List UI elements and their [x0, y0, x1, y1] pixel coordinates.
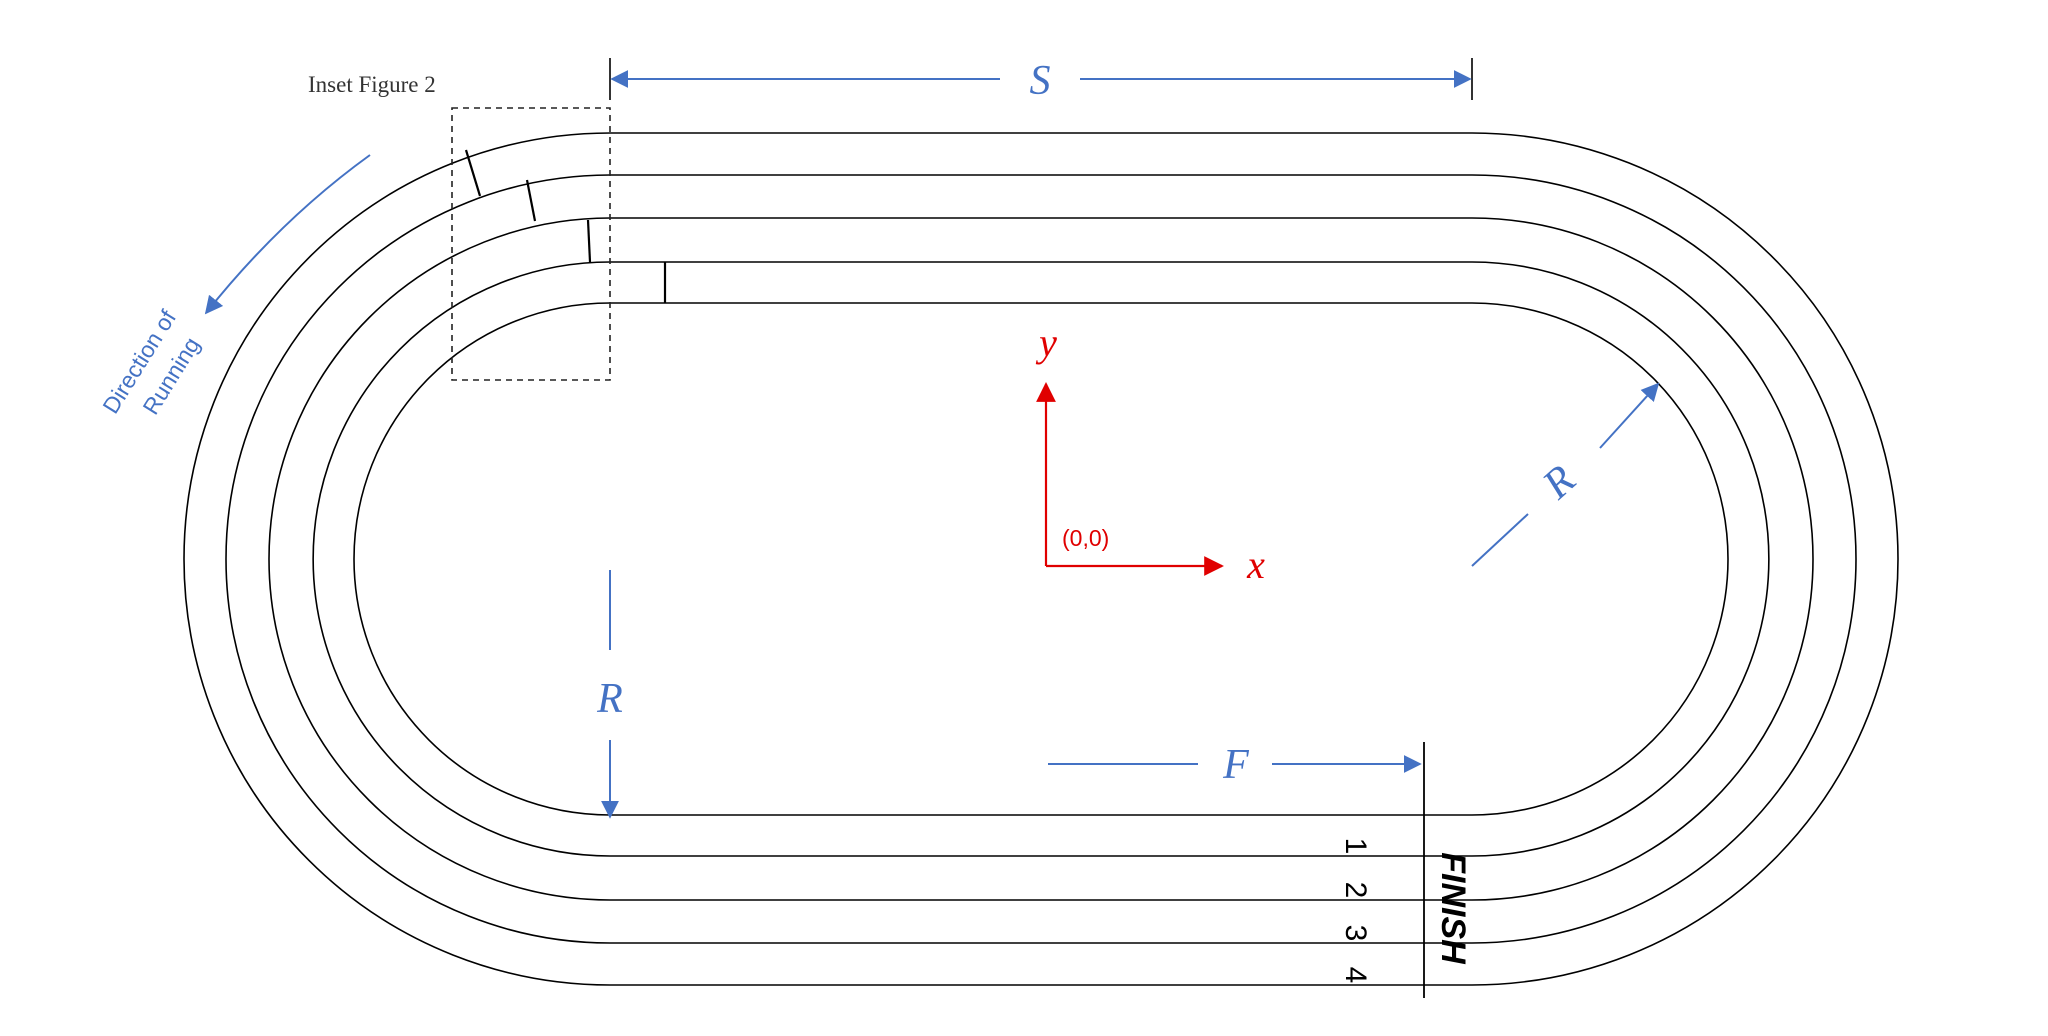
stagger-start-marks: [464, 149, 667, 303]
s-label: S: [1030, 58, 1051, 104]
lane-boundary-inner: [353, 302, 1729, 816]
track-lanes: [183, 132, 1899, 986]
y-axis-label: y: [1035, 320, 1057, 365]
start-mark-lane-4: [464, 149, 482, 197]
inset-box: [451, 107, 611, 381]
start-mark-lane-2: [586, 219, 592, 263]
lane-number-3: 3: [1339, 925, 1372, 942]
origin-label: (0,0): [1062, 525, 1109, 551]
r-right-line: [1471, 513, 1529, 567]
start-mark-lane-3: [525, 179, 537, 222]
direction-indicator: Direction of Running: [97, 154, 371, 419]
dimension-f: F: [1048, 742, 1422, 788]
lane-boundary-outer: [183, 132, 1899, 986]
r-right-label: R: [1534, 457, 1585, 509]
r-right-arrow: [1599, 382, 1660, 449]
f-label: F: [1222, 742, 1249, 788]
x-axis-label: x: [1246, 542, 1265, 587]
dimension-r-left: R: [596, 570, 623, 819]
finish-area: FINISH 1 2 3 4: [1339, 742, 1472, 998]
r-left-label: R: [596, 676, 623, 722]
lane-boundary-3: [225, 174, 1857, 944]
direction-arrow: [204, 154, 371, 315]
lane-boundary-1: [312, 261, 1770, 857]
inset-label: Inset Figure 2: [308, 72, 436, 97]
lane-number-4: 4: [1339, 967, 1372, 984]
coordinate-axes: y x (0,0): [1035, 320, 1265, 587]
lane-number-2: 2: [1339, 882, 1372, 899]
lane-boundary-2: [268, 217, 1814, 901]
finish-label: FINISH: [1434, 852, 1472, 965]
lane-number-1: 1: [1339, 838, 1372, 855]
dimension-s: S: [609, 58, 1473, 104]
dimension-r-right: R: [1471, 382, 1660, 567]
